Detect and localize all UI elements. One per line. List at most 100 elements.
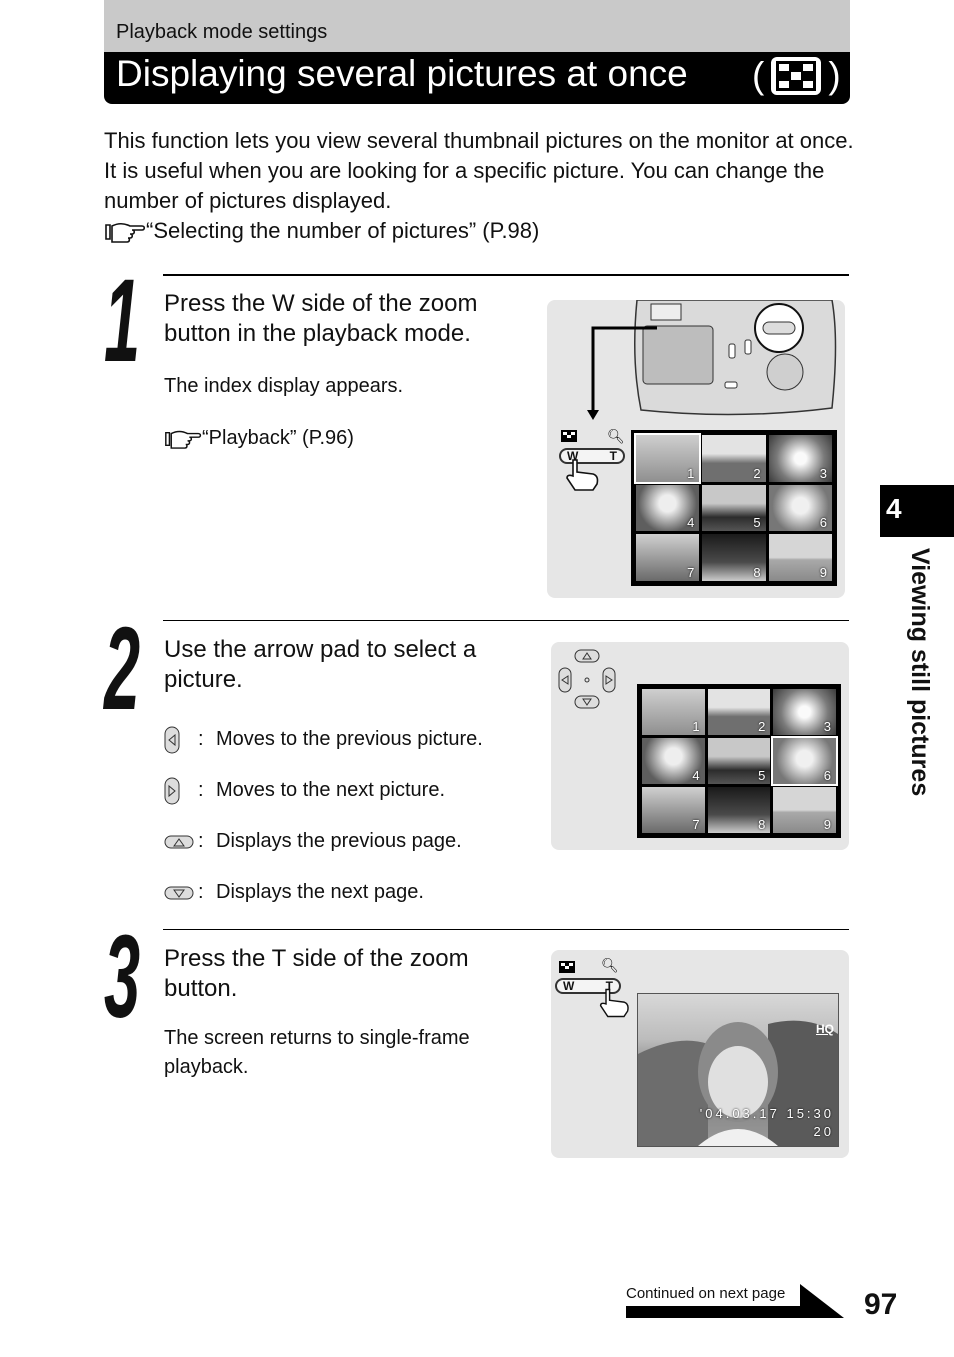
intro-paragraph: This function lets you view several thum… <box>104 126 854 246</box>
thumbnail-number: 3 <box>819 465 827 481</box>
thumbnail-number: 3 <box>823 719 831 734</box>
thumbnail-number: 7 <box>692 817 700 832</box>
quality-badge: HQ <box>816 1022 834 1036</box>
thumbnail-number: 4 <box>692 768 700 783</box>
index-mini-icon <box>559 960 575 978</box>
thumbnail-number: 8 <box>753 565 761 580</box>
arrow-pad-description: Moves to the next picture. <box>216 779 446 801</box>
down-arrow-key-icon <box>164 885 198 901</box>
header-band <box>104 0 850 52</box>
arrow-pad-item: : Moves to the next picture. <box>164 765 544 816</box>
datetime-stamp: '04.03.17 15:30 <box>699 1106 834 1121</box>
left-arrow-key-icon <box>164 726 198 754</box>
thumbnail-grid-step-1: 1 2 3 4 5 6 7 8 9 <box>631 430 837 586</box>
zoom-lever: W T <box>555 978 621 994</box>
finger-press-icon <box>599 988 629 1018</box>
step-3-rule <box>163 929 849 930</box>
thumbnail[interactable]: 1 <box>642 689 705 735</box>
step-1-number: 1 <box>104 255 140 387</box>
page-title: Displaying several pictures at once <box>116 53 688 94</box>
thumbnail-number: 5 <box>753 515 761 531</box>
thumbnail-number: 8 <box>758 817 766 832</box>
title-bar <box>104 52 850 104</box>
right-arrow-key-icon <box>164 777 198 805</box>
intro-xref[interactable]: “Selecting the number of pictures” (P.98… <box>104 216 854 246</box>
step-3-number: 3 <box>104 911 140 1043</box>
thumbnail[interactable]: 7 <box>642 787 705 833</box>
arrow-pad-description: Displays the next page. <box>216 881 424 903</box>
thumbnail[interactable]: 3 <box>768 435 832 482</box>
thumbnail[interactable]: 7 <box>636 534 700 581</box>
continue-arrow-icon <box>800 1284 844 1318</box>
step-2-heading: Use the arrow pad to select a picture. <box>164 636 477 693</box>
step-3-illustration: 🔍︎ W T HQ '04.03.17 15:30 20 <box>551 950 849 1158</box>
arrow-pad-list: : Moves to the previous picture.: Moves to… <box>164 714 544 918</box>
thumbnail[interactable]: 2 <box>707 689 771 735</box>
step-1-xref[interactable]: “Playback” (P.96) <box>164 424 354 453</box>
separator: : <box>198 830 204 852</box>
thumbnail[interactable]: 2 <box>702 435 766 482</box>
separator: : <box>198 779 204 801</box>
separator: : <box>198 728 204 750</box>
thumbnail[interactable]: 6 <box>771 736 838 786</box>
paren-close: ) <box>828 55 841 96</box>
intro-text: This function lets you view several thum… <box>104 128 854 213</box>
continued-bar <box>626 1306 802 1318</box>
thumbnail-number: 2 <box>753 465 761 481</box>
reference-hand-icon <box>105 223 146 243</box>
zoom-t-label: T <box>609 449 617 463</box>
chapter-tab <box>880 485 954 537</box>
separator: : <box>198 881 204 903</box>
page-number: 97 <box>864 1288 898 1321</box>
step-1-xref-text: “Playback” (P.96) <box>202 427 354 449</box>
thumbnail-number: 9 <box>819 565 827 580</box>
reference-hand-icon <box>165 430 202 449</box>
step-3-body: The screen returns to single-frame playb… <box>164 1027 470 1078</box>
thumbnail[interactable]: 8 <box>707 787 771 833</box>
arrow-pad-item: : Displays the previous page. <box>164 816 544 867</box>
thumbnail[interactable]: 1 <box>633 433 702 484</box>
up-arrow-key-icon <box>164 834 198 850</box>
step-1-rule <box>163 274 849 276</box>
paren-open: ( <box>752 55 765 96</box>
portrait-photo <box>638 1020 838 1146</box>
thumbnail-number: 1 <box>692 719 700 734</box>
section-label: Playback mode settings <box>116 21 328 43</box>
thumbnail[interactable]: 3 <box>773 689 836 735</box>
thumbnail[interactable]: 8 <box>702 534 766 581</box>
arrow-pad-description: Moves to the previous picture. <box>216 728 483 750</box>
arrow-pad-icon <box>558 649 616 709</box>
zoom-w-label: W <box>563 979 575 993</box>
thumbnail[interactable]: 4 <box>642 738 705 784</box>
magnify-icon: 🔍︎ <box>607 428 625 444</box>
thumbnail[interactable]: 9 <box>773 787 836 833</box>
thumbnail-number: 6 <box>819 515 827 531</box>
thumbnail-number: 2 <box>758 719 766 734</box>
step-1-body: The index display appears. <box>164 375 404 397</box>
pointer-arrow <box>587 326 657 420</box>
step-2-number: 2 <box>104 603 140 735</box>
thumbnail-number: 5 <box>758 768 766 783</box>
step-1-heading: Press the W side of the zoom button in t… <box>164 290 478 347</box>
camera-back-illustration <box>634 300 837 416</box>
index-display-icon-group: ( ) <box>752 55 841 97</box>
thumbnail-number: 7 <box>687 565 695 580</box>
continued-note: Continued on next page <box>626 1285 786 1302</box>
single-frame-photo: HQ '04.03.17 15:30 20 <box>637 993 839 1147</box>
finger-press-icon <box>566 459 599 491</box>
arrow-pad-item: : Displays the next page. <box>164 867 544 918</box>
thumbnail[interactable]: 5 <box>707 738 771 784</box>
chapter-number: 4 <box>886 493 902 524</box>
thumbnail[interactable]: 6 <box>768 484 832 532</box>
step-3-heading: Press the T side of the zoom button. <box>164 945 469 1002</box>
thumbnail[interactable]: 4 <box>636 484 700 532</box>
thumbnail[interactable]: 5 <box>702 484 766 532</box>
zoom-t-label: T <box>605 979 613 993</box>
index-grid-icon <box>771 57 822 95</box>
arrow-pad-description: Displays the previous page. <box>216 830 462 852</box>
step-2-rule <box>163 620 849 621</box>
thumbnail[interactable]: 9 <box>768 534 832 581</box>
